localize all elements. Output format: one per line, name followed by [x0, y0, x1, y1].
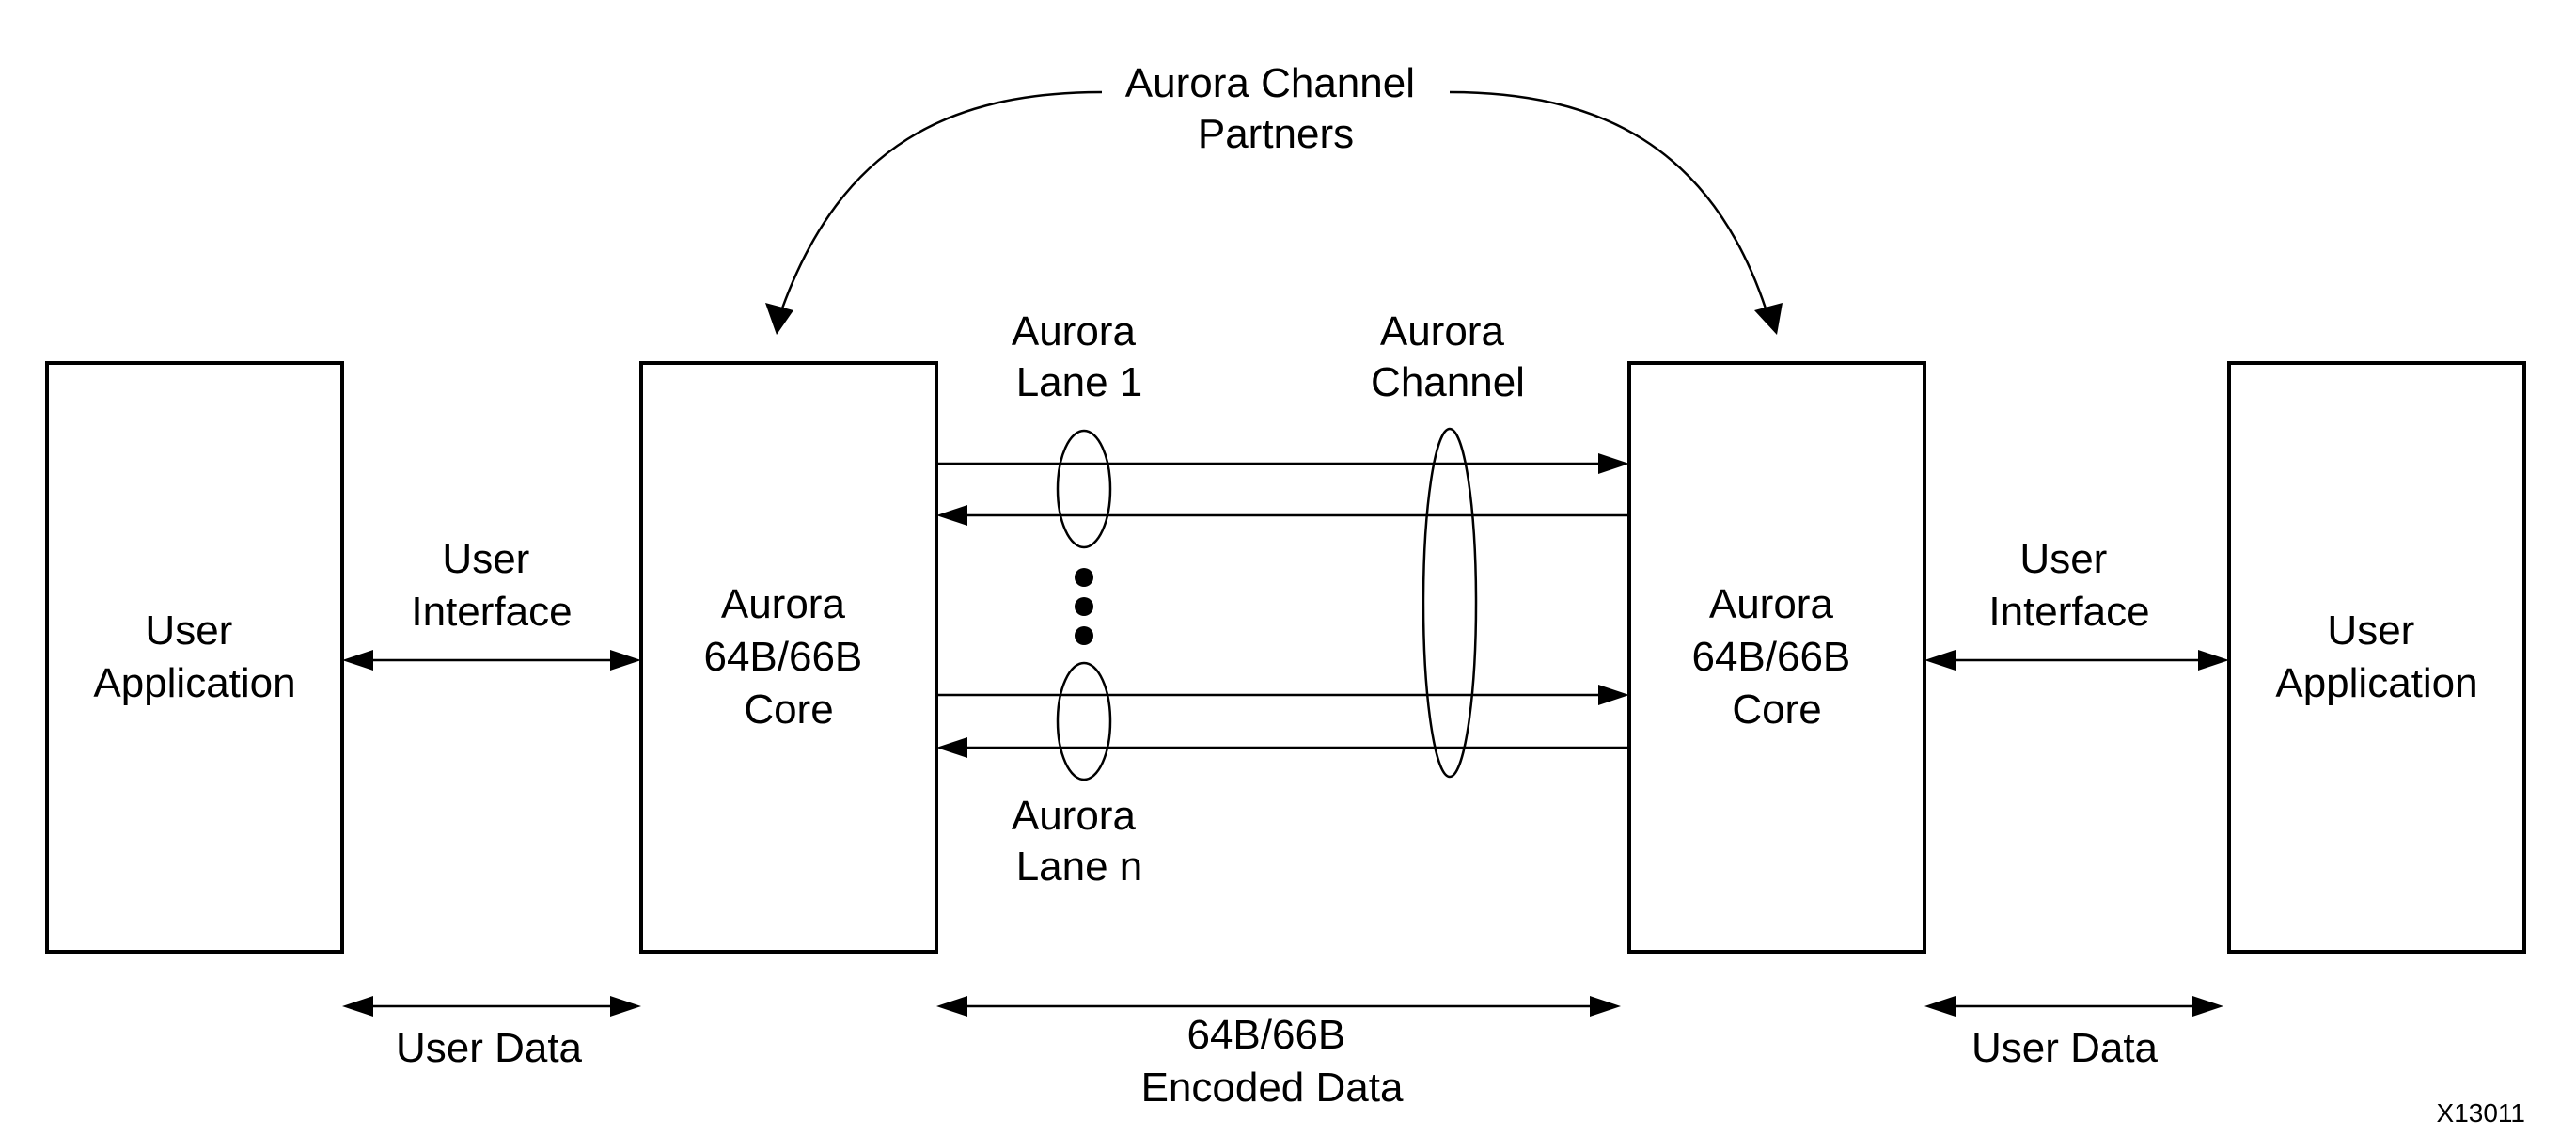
lane-1-ellipse	[1056, 429, 1112, 549]
right-partner-arrowhead	[1754, 303, 1783, 335]
lane-n-tx-arrowhead	[1598, 685, 1629, 705]
left-partner-curve	[780, 90, 1103, 309]
left-user-interface-arrowhead-left	[342, 650, 373, 671]
lane-n-rx-arrowhead	[936, 737, 967, 758]
lane-n-label: Aurora Lane n	[1012, 793, 1147, 890]
right-user-data-arrowhead-right	[2192, 996, 2223, 1017]
right-user-data-label: User Data	[1971, 1025, 2159, 1071]
lane-1-tx-arrowhead	[1598, 453, 1629, 474]
lane-ellipsis-dot-2	[1075, 597, 1093, 616]
right-user-data-arrowhead-left	[1924, 996, 1956, 1017]
lane-n-ellipse	[1056, 661, 1112, 781]
encoded-data-label: 64B/66B Encoded Data	[1141, 1012, 1404, 1111]
encoded-data-arrowhead-right	[1590, 996, 1621, 1017]
left-user-data-arrowhead-left	[342, 996, 373, 1017]
channel-label: Aurora Channel	[1371, 308, 1525, 405]
right-user-interface-arrowhead-left	[1924, 650, 1956, 671]
right-partner-curve	[1449, 90, 1767, 309]
left-core-box	[639, 361, 938, 954]
left-user-data-label: User Data	[396, 1025, 583, 1071]
left-user-interface-arrowhead-right	[610, 650, 641, 671]
lane-1-rx-arrowhead	[936, 505, 967, 526]
encoded-data-arrowhead-left	[936, 996, 967, 1017]
right-user-application-label: User Application	[2275, 607, 2477, 706]
right-user-application-box	[2227, 361, 2526, 954]
right-user-interface-label: User Interface	[1988, 536, 2149, 635]
lane-1-label: Aurora Lane 1	[1012, 308, 1147, 405]
figure-id: X13011	[2437, 1098, 2525, 1128]
left-user-interface-label: User Interface	[411, 536, 572, 635]
channel-partners-title: Aurora Channel Partners	[1125, 60, 1426, 157]
left-partner-arrowhead	[765, 303, 793, 335]
lane-ellipsis-dot-1	[1075, 568, 1093, 587]
left-user-application-box	[45, 361, 344, 954]
right-user-interface-arrowhead-right	[2198, 650, 2229, 671]
left-user-application-label: User Application	[93, 607, 295, 706]
left-user-data-arrowhead-right	[610, 996, 641, 1017]
right-core-box	[1627, 361, 1926, 954]
right-core-label: Aurora 64B/66B Core	[1691, 581, 1861, 733]
lane-ellipsis-dot-3	[1075, 626, 1093, 645]
left-core-label: Aurora 64B/66B Core	[703, 581, 873, 733]
channel-ellipse	[1422, 427, 1478, 779]
